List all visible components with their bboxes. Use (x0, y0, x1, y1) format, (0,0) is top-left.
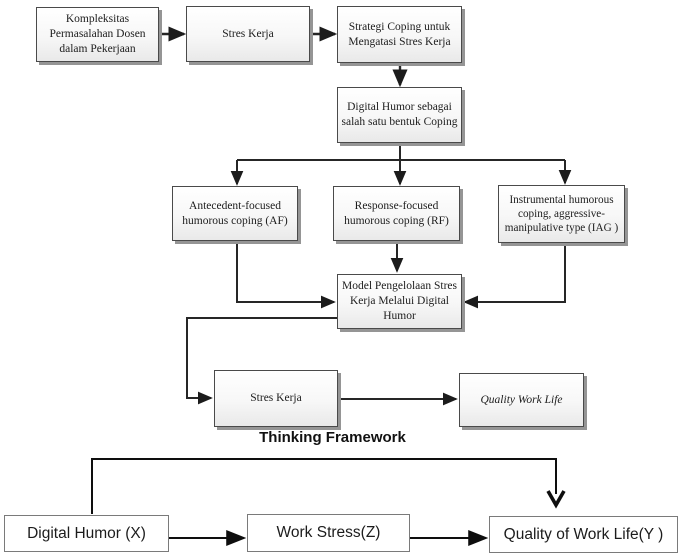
connector-iag-to-model (463, 243, 566, 309)
node-quality-work-life-y: Quality of Work Life(Y ) (489, 516, 678, 553)
node-antecedent-focused-label: Antecedent-focused humorous coping (AF) (182, 199, 288, 227)
node-strategi-coping-label: Strategi Coping untuk Mengatasi Stres Ke… (348, 20, 451, 48)
connector-model-to-stres (186, 317, 337, 405)
node-kompleksitas: Kompleksitas Permasalahan Dosen dalam Pe… (36, 7, 159, 62)
connector-branch-line (237, 143, 565, 161)
node-strategi-coping: Strategi Coping untuk Mengatasi Stres Ke… (337, 6, 462, 63)
diagram-caption: Thinking Framework (259, 429, 406, 446)
node-instrumental: Instrumental humorous coping, aggressive… (498, 185, 625, 243)
node-stres-kerja-1: Stres Kerja (186, 6, 310, 62)
node-response-focused-label: Response-focused humorous coping (RF) (344, 199, 449, 227)
node-stres-kerja-2-label: Stres Kerja (250, 392, 302, 405)
node-digital-humor-coping: Digital Humor sebagai salah satu bentuk … (337, 87, 462, 143)
node-stres-kerja-2: Stres Kerja (214, 370, 338, 427)
node-digital-humor-x: Digital Humor (X) (4, 515, 169, 552)
node-instrumental-label: Instrumental humorous coping, aggressive… (504, 193, 619, 235)
connector-x-to-y-arc (91, 458, 557, 514)
node-work-stress-z-label: Work Stress(Z) (276, 524, 381, 541)
node-quality-work-life-y-label: Quality of Work Life(Y ) (503, 525, 664, 543)
arrowhead-x-to-y (546, 490, 566, 509)
node-quality-work-life-label: Quality Work Life (480, 393, 563, 406)
connector-af-to-model (236, 241, 336, 309)
node-model-pengelolaan-label: Model Pengelolaan Stres Kerja Melalui Di… (342, 280, 457, 322)
node-response-focused: Response-focused humorous coping (RF) (333, 186, 460, 241)
node-digital-humor-coping-label: Digital Humor sebagai salah satu bentuk … (341, 101, 458, 128)
node-antecedent-focused: Antecedent-focused humorous coping (AF) (172, 186, 298, 241)
node-kompleksitas-label: Kompleksitas Permasalahan Dosen dalam Pe… (49, 13, 146, 55)
node-digital-humor-x-label: Digital Humor (X) (27, 524, 146, 542)
node-work-stress-z: Work Stress(Z) (247, 514, 410, 552)
node-stres-kerja-1-label: Stres Kerja (222, 27, 274, 40)
node-model-pengelolaan: Model Pengelolaan Stres Kerja Melalui Di… (337, 274, 462, 329)
node-quality-work-life: Quality Work Life (459, 373, 584, 427)
